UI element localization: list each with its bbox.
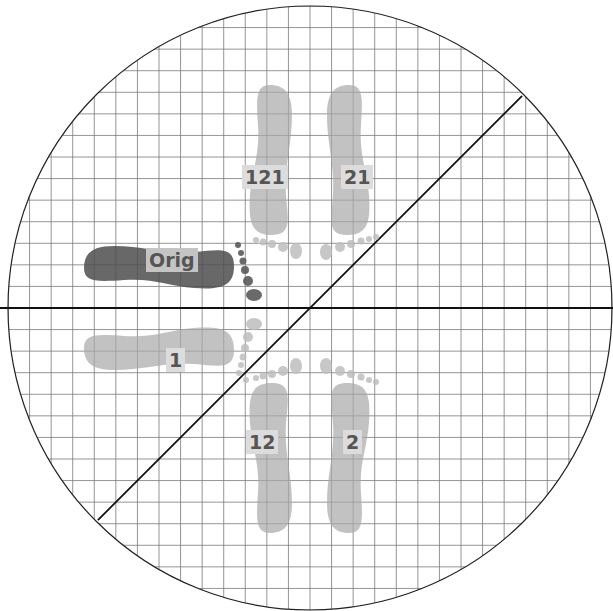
toe-print [278,366,288,376]
footprint-shape [250,383,292,533]
toe-print [358,238,365,245]
grid-line [8,178,612,179]
footprint-label: 121 [242,165,288,189]
footprint: 12 [248,383,292,533]
toe-print [238,362,244,368]
footprint-label: 12 [246,430,278,454]
grid-line [8,545,612,546]
grid-line [8,157,612,158]
grid-line [8,502,612,503]
toe-print [243,332,253,342]
grid-line [8,27,612,28]
toe-print [347,240,355,248]
grid-line [8,200,612,201]
footprint: Orig [84,242,234,290]
footprint-label: Orig [146,248,198,272]
grid-line [8,329,612,330]
toe-print [335,366,345,376]
toe-print [246,289,262,301]
footprint-outline [327,85,371,235]
footprint-shape [84,328,234,370]
toe-print [268,370,276,378]
footprint-shape [250,85,292,235]
toe-print [236,370,242,376]
toe-print [260,239,267,246]
toe-print [241,344,249,352]
footprint-label: 21 [341,165,373,189]
toe-print [366,377,372,383]
grid-line [8,243,612,244]
toe-print [366,236,372,242]
grid-line [8,49,612,50]
toe-print [320,244,332,260]
grid-line [8,566,612,567]
toe-print [240,354,247,361]
footprint-shape [327,85,369,235]
toe-print [268,240,276,248]
grid-line [8,135,612,136]
grid-line [8,394,612,395]
footprint-shape [327,383,369,533]
footprint: 21 [327,85,371,235]
toe-print [373,234,379,240]
toe-print [278,242,288,252]
footprint: 2 [327,383,371,533]
mirror-line [0,307,613,309]
toe-print [320,358,332,374]
toe-print [240,258,247,265]
grid-line [8,459,612,460]
toe-print [243,377,249,383]
toe-print [253,375,259,381]
grid-line [8,415,612,416]
grid-line [8,437,612,438]
toe-print [290,358,302,374]
toe-print [358,374,365,381]
footprint-shape [84,246,234,288]
toe-print [241,266,249,274]
toe-prints [235,234,379,385]
grid-line [8,372,612,373]
toe-print [335,242,345,252]
grid-line [8,480,612,481]
grid-line [8,286,612,287]
footprint-outline [84,326,234,374]
grid-line [8,588,612,589]
grid-line [8,221,612,222]
footprint-outline [248,383,292,533]
mirror-line [98,96,522,520]
toe-print [373,379,379,385]
toe-print [246,318,262,330]
grid-line [8,113,612,114]
toe-print [243,276,253,286]
footprint-outline [248,85,292,235]
footprint-label: 1 [166,348,185,372]
footprint-label: 2 [343,430,362,454]
footprint: 121 [248,85,292,235]
footprint-outline [327,383,371,533]
toe-print [253,237,259,243]
toe-print [238,250,244,256]
toe-print [290,243,302,259]
toe-print [347,370,355,378]
toe-print [260,373,267,380]
footprint: 1 [84,326,234,374]
grid-line [8,70,612,71]
toe-print [235,242,241,248]
